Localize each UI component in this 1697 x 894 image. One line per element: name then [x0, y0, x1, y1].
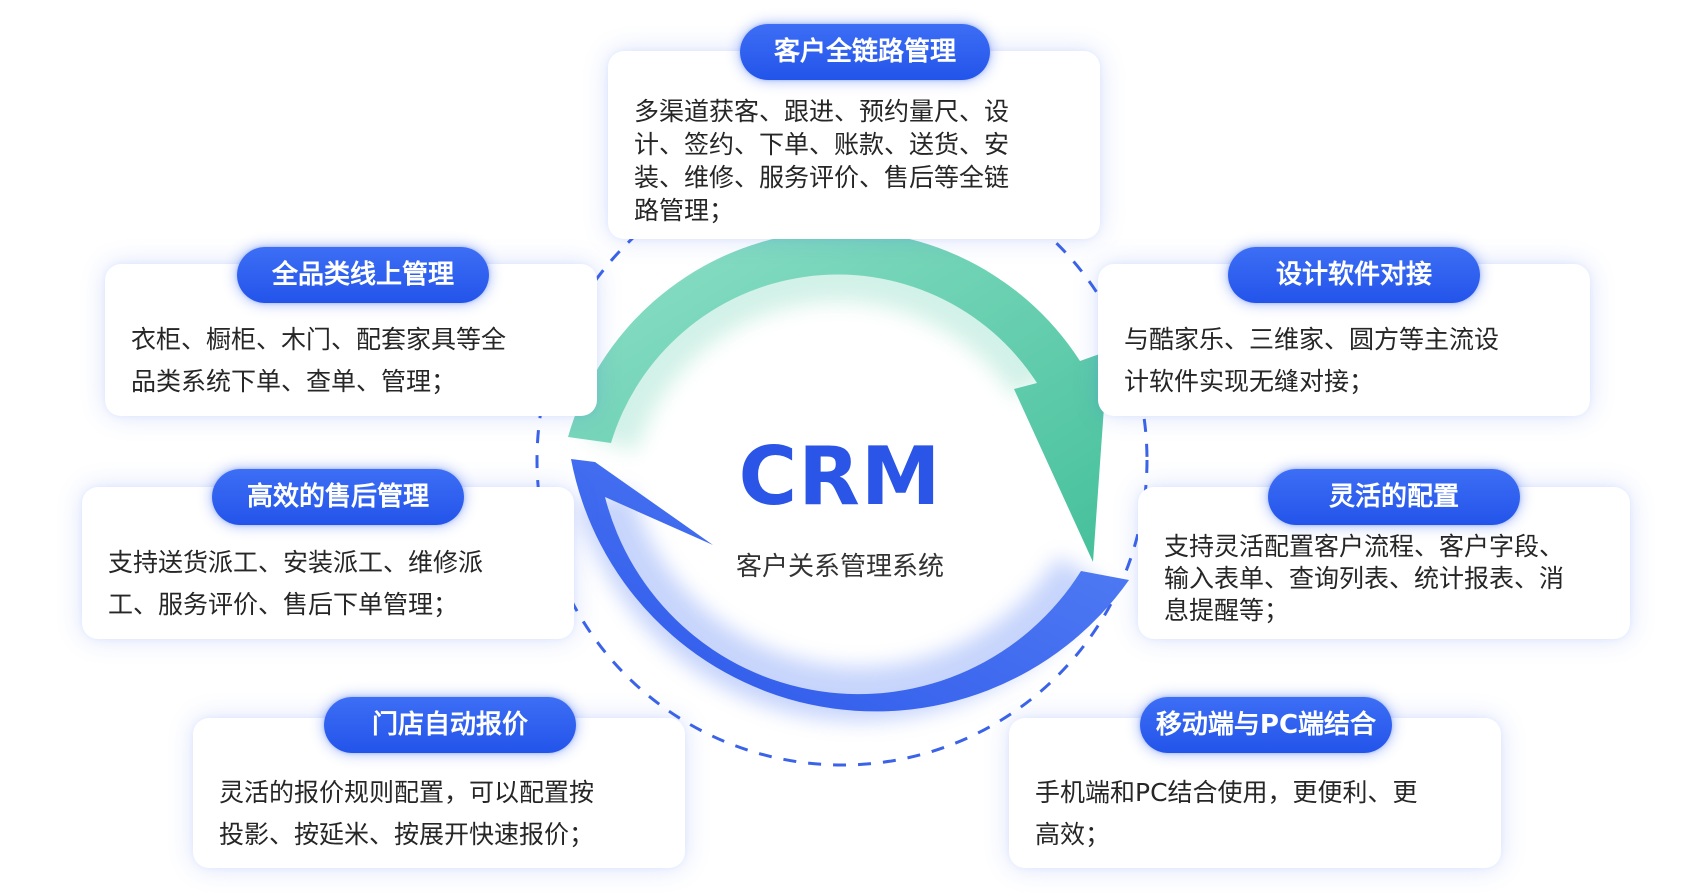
description-line: 支持灵活配置客户流程、客户字段、	[1164, 532, 1565, 561]
description-line: 工、服务评价、售后下单管理；	[108, 590, 459, 619]
card-customer-full-chain: 多渠道获客、跟进、预约量尺、设 计、签约、下单、账款、送货、安 装、维修、服务评…	[608, 51, 1100, 239]
card-description: 灵活的报价规则配置，可以配置按 投影、按延米、按展开快速报价；	[219, 772, 667, 856]
green-cycle-arrow	[568, 230, 1108, 562]
card-description: 支持送货派工、安装派工、维修派 工、服务评价、售后下单管理；	[108, 542, 556, 626]
card-title-pill: 门店自动报价	[324, 697, 576, 753]
crm-center-title: CRM	[738, 430, 942, 523]
crm-center-subtitle: 客户关系管理系统	[735, 552, 944, 582]
description-line: 多渠道获客、跟进、预约量尺、设	[634, 97, 1010, 126]
card-title-pill: 高效的售后管理	[212, 469, 464, 525]
card-title-pill: 灵活的配置	[1268, 469, 1520, 525]
description-line: 投影、按延米、按展开快速报价；	[219, 820, 595, 849]
description-line: 息提醒等；	[1164, 596, 1290, 625]
card-title-pill: 全品类线上管理	[237, 247, 489, 303]
description-line: 支持送货派工、安装派工、维修派	[108, 548, 484, 577]
card-title-pill: 客户全链路管理	[740, 24, 990, 80]
description-line: 手机端和PC结合使用，更便利、更	[1035, 778, 1418, 807]
card-description: 手机端和PC结合使用，更便利、更 高效；	[1035, 772, 1483, 856]
description-line: 装、维修、服务评价、售后等全链	[634, 163, 1010, 192]
card-title-pill: 设计软件对接	[1228, 247, 1480, 303]
description-line: 与酷家乐、三维家、圆方等主流设	[1124, 325, 1500, 354]
card-description: 与酷家乐、三维家、圆方等主流设 计软件实现无缝对接；	[1124, 319, 1572, 403]
description-line: 衣柜、橱柜、木门、配套家具等全	[131, 325, 507, 354]
description-line: 计软件实现无缝对接；	[1124, 367, 1375, 396]
description-line: 输入表单、查询列表、统计报表、消	[1164, 564, 1565, 593]
card-description: 多渠道获客、跟进、预约量尺、设 计、签约、下单、账款、送货、安 装、维修、服务评…	[634, 95, 1082, 227]
description-line: 灵活的报价规则配置，可以配置按	[219, 778, 595, 807]
card-description: 支持灵活配置客户流程、客户字段、 输入表单、查询列表、统计报表、消 息提醒等；	[1164, 531, 1612, 627]
card-after-sales: 支持送货派工、安装派工、维修派 工、服务评价、售后下单管理；	[82, 487, 574, 639]
description-line: 路管理；	[634, 196, 735, 225]
description-line: 品类系统下单、查单、管理；	[131, 367, 457, 396]
card-title-pill: 移动端与PC端结合	[1140, 697, 1392, 753]
card-description: 衣柜、橱柜、木门、配套家具等全 品类系统下单、查单、管理；	[131, 319, 579, 403]
description-line: 高效；	[1035, 820, 1111, 849]
description-line: 计、签约、下单、账款、送货、安	[634, 130, 1010, 159]
blue-cycle-arrow	[571, 459, 1129, 712]
